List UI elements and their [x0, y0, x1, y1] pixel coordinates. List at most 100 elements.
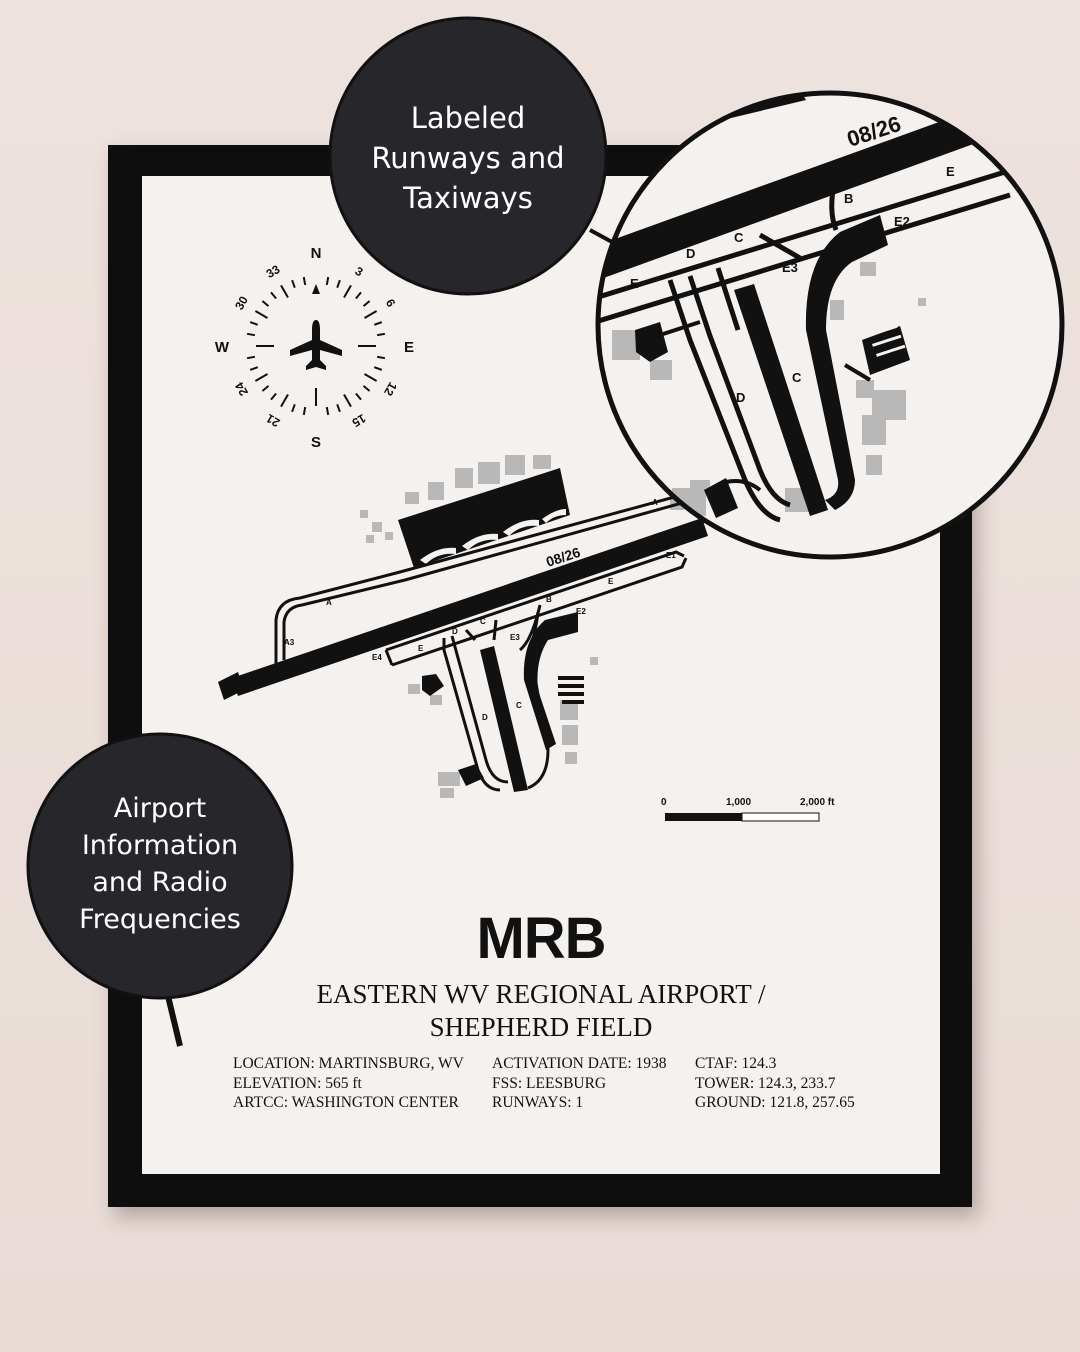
compass-n-label: N: [311, 245, 322, 262]
zoom-taxiway-e-west-label: E: [630, 276, 639, 291]
compass-tick: [270, 291, 277, 300]
airport-name-line1: EASTERN WV REGIONAL AIRPORT /: [316, 979, 766, 1009]
taxiway-e4-label: E4: [372, 653, 382, 662]
callout-left-line1: Airport: [113, 793, 207, 824]
taxiway-a3-label: A3: [284, 638, 295, 647]
zoom-taxiway-d-south-label: D: [736, 390, 745, 405]
compass-3-label: 3: [353, 264, 366, 280]
compass-6-label: 6: [383, 297, 399, 310]
taxiway-e1-label: E1: [666, 551, 676, 560]
compass-tick: [373, 321, 383, 326]
compass-15-label: 15: [349, 411, 368, 430]
compass-tick: [363, 310, 378, 319]
airport-code: MRB: [476, 906, 606, 971]
compass-tick: [343, 284, 352, 299]
compass-tick: [261, 385, 270, 392]
info-fss: FSS: LEESBURG: [492, 1074, 607, 1092]
compass-tick: [355, 392, 362, 401]
compass-tick: [336, 403, 341, 413]
compass-tick: [291, 403, 296, 413]
scale-label-2000: 2,000 ft: [800, 797, 835, 808]
compass-12-label: 12: [381, 380, 400, 399]
callout-top-line3: Taxiways: [403, 181, 533, 215]
compass-tick: [355, 291, 362, 300]
compass-w-label: W: [215, 339, 230, 356]
zoom-taxiway-e2-label: E2: [894, 214, 910, 229]
info-column-location: LOCATION: MARTINSBURG, WV ELEVATION: 565…: [233, 1054, 464, 1113]
info-ground: GROUND: 121.8, 257.65: [695, 1094, 855, 1111]
compass-tick: [254, 310, 269, 319]
airport-name-line2: SHEPHERD FIELD: [429, 1012, 653, 1042]
taxiway-e2-label: E2: [576, 607, 586, 616]
zoom-taxiway-b-label: B: [844, 191, 853, 206]
taxiway-a-label: A: [326, 598, 332, 607]
taxiway-d-south-label: D: [482, 713, 488, 722]
scale-bar: [665, 812, 820, 822]
compass-s-label: S: [311, 434, 321, 451]
info-column-frequencies: CTAF: 124.3 TOWER: 124.3, 233.7 GROUND: …: [695, 1054, 855, 1113]
info-location: LOCATION: MARTINSBURG, WV: [233, 1055, 464, 1072]
callout-top-text: Labeled Runways and Taxiways: [330, 98, 606, 218]
compass-tick: [362, 300, 371, 307]
compass-tick: [249, 366, 259, 371]
compass-21-label: 21: [263, 411, 282, 430]
taxiway-b-label: B: [546, 595, 552, 604]
callout-top-line1: Labeled: [410, 101, 526, 135]
callout-bubble-left: [26, 732, 294, 1000]
taxiway-e3-label: E3: [510, 633, 520, 642]
compass-tick: [362, 385, 371, 392]
compass-tick: [261, 300, 270, 307]
info-tower: TOWER: 124.3, 233.7: [695, 1074, 836, 1092]
compass-tick: [291, 279, 296, 289]
zoom-taxiway-c-south-label: C: [792, 370, 802, 385]
scale-label-1000: 1,000: [726, 797, 752, 808]
callout-left-text: Airport Information and Radio Frequencie…: [28, 790, 292, 938]
zoom-taxiway-c-label: C: [734, 230, 744, 245]
compass-tick: [376, 355, 386, 360]
airplane-icon: [290, 320, 342, 370]
compass-tick: [336, 279, 341, 289]
compass-tick: [249, 321, 259, 326]
compass-tick: [280, 284, 289, 299]
compass-tick: [363, 373, 378, 382]
compass-tick: [302, 276, 307, 286]
taxiway-a-east-label: A: [652, 498, 658, 507]
zoom-taxiway-d-label: D: [686, 246, 695, 261]
compass-tick: [280, 393, 289, 408]
callout-left-line4: Frequencies: [79, 904, 241, 935]
airport-name: EASTERN WV REGIONAL AIRPORT / SHEPHERD F…: [142, 978, 940, 1044]
compass-tick: [325, 406, 330, 416]
taxiway-c-south-label: C: [516, 701, 522, 710]
compass-24-label: 24: [232, 379, 251, 398]
compass-tick: [302, 406, 307, 416]
zoom-taxiway-e3-label: E3: [782, 260, 798, 275]
scale-label-0: 0: [661, 797, 667, 808]
compass-e-label: E: [404, 339, 414, 356]
info-column-activation: ACTIVATION DATE: 1938 FSS: LEESBURG RUNW…: [492, 1054, 667, 1113]
info-activation-date: ACTIVATION DATE: 1938: [492, 1055, 667, 1072]
info-ctaf: CTAF: 124.3: [695, 1055, 777, 1072]
zoom-taxiway-e-label: E: [946, 164, 955, 179]
compass-30-label: 30: [232, 293, 251, 312]
callout-left-line3: and Radio: [92, 867, 228, 898]
airport-diagram: 08/26 A A A3 E1 E E E4 B E2 E3 D C D C: [218, 455, 708, 798]
taxiway-e-west-label: E: [418, 644, 424, 653]
taxiway-e-label: E: [608, 577, 614, 586]
compass-tick: [343, 393, 352, 408]
callout-bubble-top: [328, 16, 608, 296]
info-elevation: ELEVATION: 565 ft: [233, 1074, 362, 1092]
compass-rose: N S E W 3 6 12 15 21 24 30 33: [215, 245, 414, 451]
info-runways: RUNWAYS: 1: [492, 1094, 584, 1111]
compass-tick: [254, 373, 269, 382]
taxiway-c-label: C: [480, 617, 486, 626]
compass-tick: [246, 332, 256, 337]
compass-tick: [246, 355, 256, 360]
compass-tick: [373, 366, 383, 371]
zoom-detail-circle: 08/26 E B E2 C D E3 E D C: [595, 90, 1065, 560]
compass-33-label: 33: [264, 262, 283, 281]
info-artcc: ARTCC: WASHINGTON CENTER: [233, 1094, 459, 1111]
callout-top-line2: Runways and: [371, 141, 565, 175]
callout-left-line2: Information: [81, 830, 239, 861]
compass-tick: [270, 392, 277, 401]
